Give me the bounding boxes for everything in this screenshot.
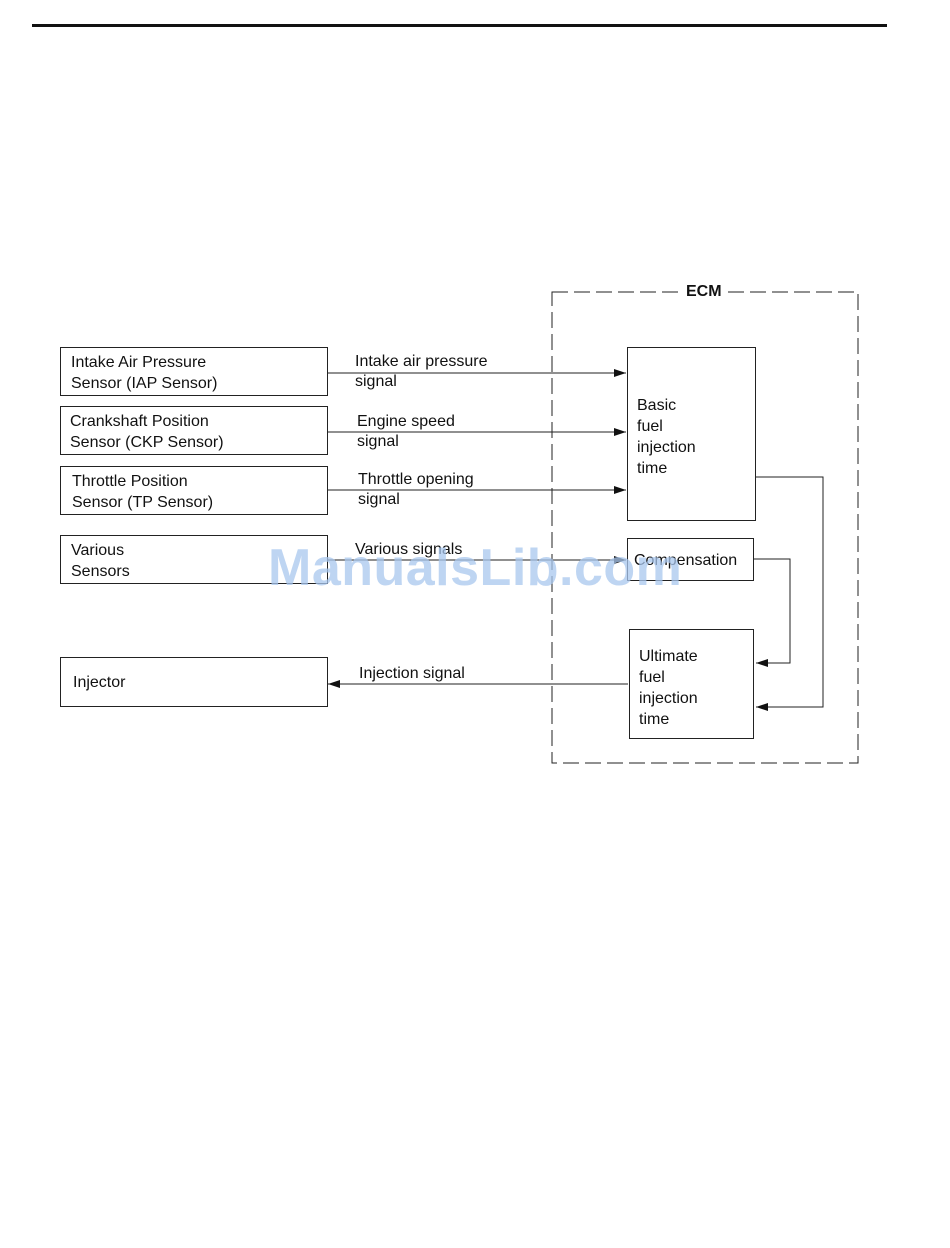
ultimate-line1: Ultimate [639, 648, 698, 665]
iap-signal-label-line2: signal [355, 373, 397, 390]
ultimate-line3: injection [639, 690, 698, 707]
various-sensors-line1: Various [71, 542, 125, 559]
injector-box: Injector [60, 657, 328, 707]
basic-line4: time [637, 460, 668, 477]
ckp-signal-label-line2: signal [357, 433, 399, 450]
injection-signal-label: Injection signal [359, 665, 465, 682]
various-sensors-box: Various Sensors [60, 535, 328, 584]
ckp-sensor-box: Crankshaft Position Sensor (CKP Sensor) [60, 406, 328, 455]
ckp-sensor-line2: Sensor (CKP Sensor) [70, 434, 224, 451]
tp-sensor-line1: Throttle Position [72, 473, 188, 490]
tp-signal-label-line1: Throttle opening [358, 471, 474, 488]
ultimate-line4: time [639, 711, 670, 728]
basic-fuel-injection-time-box: Basic fuel injection time [627, 347, 756, 521]
various-sensors-line2: Sensors [71, 563, 130, 580]
basic-line3: injection [637, 439, 696, 456]
basic-to-ultimate-connector [755, 476, 824, 711]
tp-signal-label-line2: signal [358, 491, 400, 508]
iap-sensor-line1: Intake Air Pressure [71, 354, 207, 371]
basic-line2: fuel [637, 418, 663, 435]
tp-sensor-box: Throttle Position Sensor (TP Sensor) [60, 466, 328, 515]
ecm-boundary [551, 291, 859, 764]
tp-sensor-line2: Sensor (TP Sensor) [72, 494, 214, 511]
compensation-label: Compensation [634, 552, 738, 569]
various-signal-label: Various signals [355, 541, 463, 558]
ultimate-fuel-injection-time-box: Ultimate fuel injection time [629, 629, 754, 739]
iap-sensor-box: Intake Air Pressure Sensor (IAP Sensor) [60, 347, 328, 396]
ecm-label: ECM [680, 283, 728, 301]
basic-line1: Basic [637, 397, 677, 414]
compensation-to-ultimate-connector [753, 558, 791, 667]
header-rule [32, 24, 887, 27]
iap-sensor-line2: Sensor (IAP Sensor) [71, 375, 218, 392]
ultimate-line2: fuel [639, 669, 665, 686]
iap-signal-label-line1: Intake air pressure [355, 353, 488, 370]
compensation-box: Compensation [627, 538, 754, 581]
ckp-sensor-line1: Crankshaft Position [70, 413, 209, 430]
injector-label: Injector [73, 674, 126, 691]
ckp-signal-label-line1: Engine speed [357, 413, 455, 430]
